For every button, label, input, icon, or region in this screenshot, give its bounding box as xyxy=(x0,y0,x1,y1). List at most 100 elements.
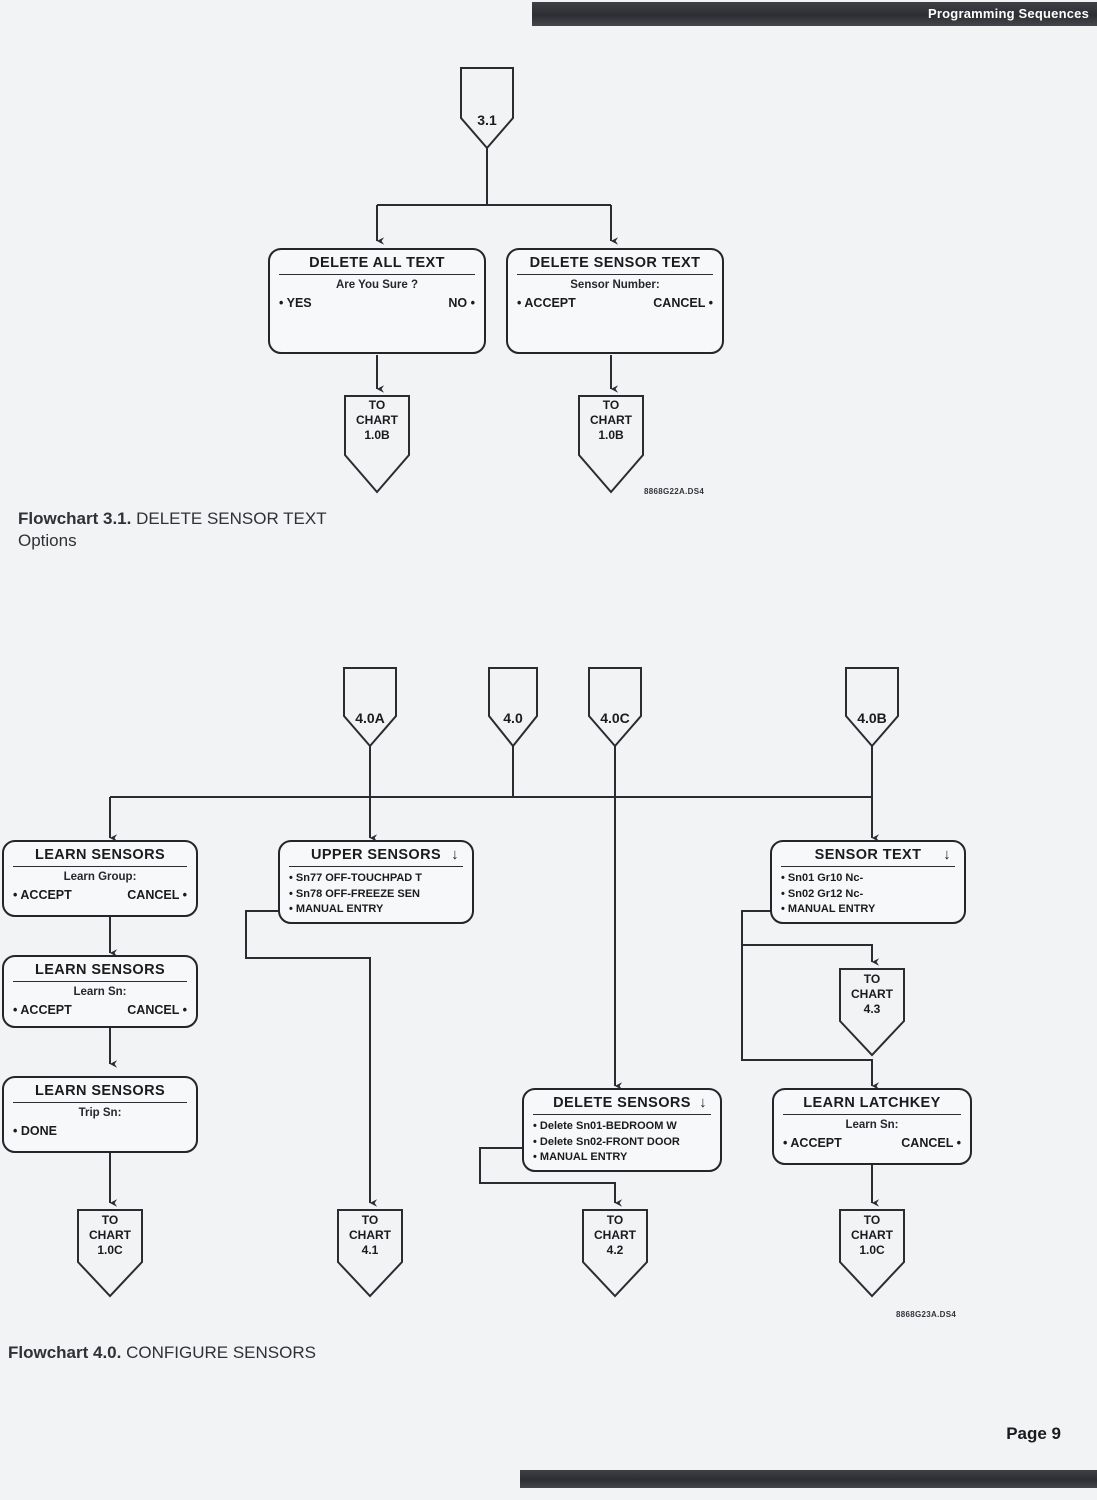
lcd-title: SENSOR TEXT ↓ xyxy=(781,846,955,866)
lcd-list: • Delete Sn01-BEDROOM W • Delete Sn02-FR… xyxy=(533,1119,711,1166)
lcd-sensor-text[interactable]: SENSOR TEXT ↓ • Sn01 Gr10 Nc- • Sn02 Gr1… xyxy=(770,840,966,924)
lcd-title-text: LEARN SENSORS xyxy=(34,962,166,978)
lcd-list: • Sn77 OFF-TOUCHPAD T • Sn78 OFF-FREEZE … xyxy=(289,871,463,918)
caption-text: CONFIGURE SENSORS xyxy=(121,1343,316,1362)
exit-arrow-chart-1-0b-right: TO CHART 1.0B xyxy=(579,398,643,443)
exit-line-2: CHART xyxy=(590,413,632,427)
option-accept[interactable]: • ACCEPT xyxy=(783,1136,842,1150)
lcd-options: • ACCEPT CANCEL • xyxy=(13,1003,187,1017)
divider xyxy=(289,866,463,867)
lcd-subtitle: Trip Sn: xyxy=(78,1107,122,1119)
exit-arrow-chart-4-2: TO CHART 4.2 xyxy=(583,1213,647,1258)
exit-line-1: TO xyxy=(361,1213,379,1227)
entry-arrow-4-0a: 4.0A xyxy=(355,710,385,726)
lcd-title-text: LEARN LATCHKEY xyxy=(803,1095,941,1111)
divider xyxy=(783,1114,961,1115)
lcd-delete-sensors[interactable]: DELETE SENSORS ↓ • Delete Sn01-BEDROOM W… xyxy=(522,1088,722,1172)
list-item[interactable]: • Sn02 Gr12 Nc- xyxy=(781,887,864,900)
list-item[interactable]: • Delete Sn01-BEDROOM W xyxy=(533,1120,677,1132)
lcd-learn-sensors-trip[interactable]: LEARN SENSORS Trip Sn: • DONE xyxy=(2,1076,198,1153)
divider xyxy=(13,866,187,867)
list-item[interactable]: • MANUAL ENTRY xyxy=(533,1151,628,1163)
lcd-delete-sensor-text[interactable]: DELETE SENSOR TEXT Sensor Number: • ACCE… xyxy=(506,248,724,354)
lcd-title-text: DELETE SENSORS xyxy=(553,1095,691,1111)
exit-line-3: 1.0B xyxy=(598,428,624,442)
lcd-title: DELETE SENSORS ↓ xyxy=(533,1094,711,1114)
lcd-subtitle: Learn Sn: xyxy=(73,986,127,998)
part-number-chart-3-1: 8868G22A.DS4 xyxy=(644,487,705,496)
option-cancel[interactable]: CANCEL • xyxy=(127,888,187,902)
lcd-title: DELETE ALL TEXT xyxy=(279,255,475,274)
exit-line-3: 4.2 xyxy=(606,1243,624,1257)
exit-line-2: CHART xyxy=(851,987,893,1001)
option-yes[interactable]: • YES xyxy=(279,296,312,310)
lcd-subtitle: Sensor Number: xyxy=(570,279,660,291)
list-item[interactable]: • Sn78 OFF-FREEZE SEN xyxy=(289,887,420,900)
lcd-title: LEARN LATCHKEY xyxy=(783,1095,961,1114)
exit-line-3: 1.0C xyxy=(97,1243,123,1257)
exit-line-1: TO xyxy=(101,1213,119,1227)
caption-text-line2: Options xyxy=(18,531,77,550)
option-no[interactable]: NO • xyxy=(448,296,475,310)
exit-line-1: TO xyxy=(863,1213,881,1227)
caption-label: Flowchart 3.1. xyxy=(18,509,132,528)
divider xyxy=(781,866,955,867)
divider xyxy=(533,1114,711,1115)
option-accept[interactable]: • ACCEPT xyxy=(517,296,576,310)
lcd-learn-sensors-group[interactable]: LEARN SENSORS Learn Group: • ACCEPT CANC… xyxy=(2,840,198,917)
lcd-title: LEARN SENSORS xyxy=(13,1083,187,1102)
lcd-learn-sensors-sn[interactable]: LEARN SENSORS Learn Sn: • ACCEPT CANCEL … xyxy=(2,955,198,1028)
lcd-options: • ACCEPT CANCEL • xyxy=(517,296,713,310)
exit-line-1: TO xyxy=(863,972,881,986)
exit-line-2: CHART xyxy=(356,413,398,427)
lcd-learn-latchkey[interactable]: LEARN LATCHKEY Learn Sn: • ACCEPT CANCEL… xyxy=(772,1088,972,1165)
lcd-title-text: DELETE SENSOR TEXT xyxy=(529,255,701,271)
option-cancel[interactable]: CANCEL • xyxy=(127,1003,187,1017)
divider xyxy=(279,274,475,275)
exit-arrow-chart-1-0b-left: TO CHART 1.0B xyxy=(345,398,409,443)
lcd-title: DELETE SENSOR TEXT xyxy=(517,255,713,274)
divider xyxy=(517,274,713,275)
entry-arrow-4-0b: 4.0B xyxy=(857,710,887,726)
caption-flowchart-3-1: Flowchart 3.1. DELETE SENSOR TEXT Option… xyxy=(18,508,327,552)
option-cancel[interactable]: CANCEL • xyxy=(901,1136,961,1150)
lcd-options: • ACCEPT CANCEL • xyxy=(783,1136,961,1150)
exit-line-3: 4.3 xyxy=(863,1002,881,1016)
lcd-title: LEARN SENSORS xyxy=(13,962,187,981)
lcd-upper-sensors[interactable]: UPPER SENSORS ↓ • Sn77 OFF-TOUCHPAD T • … xyxy=(278,840,474,924)
down-arrow-icon: ↓ xyxy=(943,846,951,863)
exit-line-2: CHART xyxy=(851,1228,893,1242)
lcd-title: LEARN SENSORS xyxy=(13,847,187,866)
exit-arrow-chart-1-0c-left: TO CHART 1.0C xyxy=(78,1213,142,1258)
connector-arrow-chart-4-3: TO CHART 4.3 xyxy=(840,972,904,1017)
lcd-delete-all-text[interactable]: DELETE ALL TEXT Are You Sure ? • YES NO … xyxy=(268,248,486,354)
lcd-title-text: DELETE ALL TEXT xyxy=(309,255,445,271)
option-cancel[interactable]: CANCEL • xyxy=(653,296,713,310)
list-item[interactable]: • MANUAL ENTRY xyxy=(289,903,384,915)
list-item[interactable]: • MANUAL ENTRY xyxy=(781,903,876,915)
header-title: Programming Sequences xyxy=(928,6,1089,21)
divider xyxy=(13,1102,187,1103)
lcd-subtitle: Learn Group: xyxy=(63,871,137,883)
entry-arrow-4-0c: 4.0C xyxy=(600,710,630,726)
list-item[interactable]: • Sn77 OFF-TOUCHPAD T xyxy=(289,872,423,884)
exit-line-2: CHART xyxy=(89,1228,131,1242)
footer-bar xyxy=(520,1470,1097,1488)
lcd-list: • Sn01 Gr10 Nc- • Sn02 Gr12 Nc- • MANUAL… xyxy=(781,871,955,918)
list-item[interactable]: • Sn01 Gr10 Nc- xyxy=(781,872,864,884)
lcd-title-text: LEARN SENSORS xyxy=(34,847,166,863)
exit-line-1: TO xyxy=(606,1213,624,1227)
list-item[interactable]: • Delete Sn02-FRONT DOOR xyxy=(533,1135,680,1148)
entry-arrow-3-1: 3.1 xyxy=(477,112,497,128)
down-arrow-icon: ↓ xyxy=(451,846,459,863)
lcd-subtitle: Learn Sn: xyxy=(845,1119,899,1131)
option-accept[interactable]: • ACCEPT xyxy=(13,1003,72,1017)
part-number-chart-4-0: 8868G23A.DS4 xyxy=(896,1310,957,1319)
caption-text: DELETE SENSOR TEXT xyxy=(131,509,327,528)
option-accept[interactable]: • ACCEPT xyxy=(13,888,72,902)
option-done[interactable]: • DONE xyxy=(13,1124,57,1138)
lcd-title-text: SENSOR TEXT xyxy=(814,847,922,863)
lcd-subtitle: Are You Sure ? xyxy=(335,279,418,291)
caption-flowchart-4-0: Flowchart 4.0. CONFIGURE SENSORS xyxy=(8,1342,316,1364)
